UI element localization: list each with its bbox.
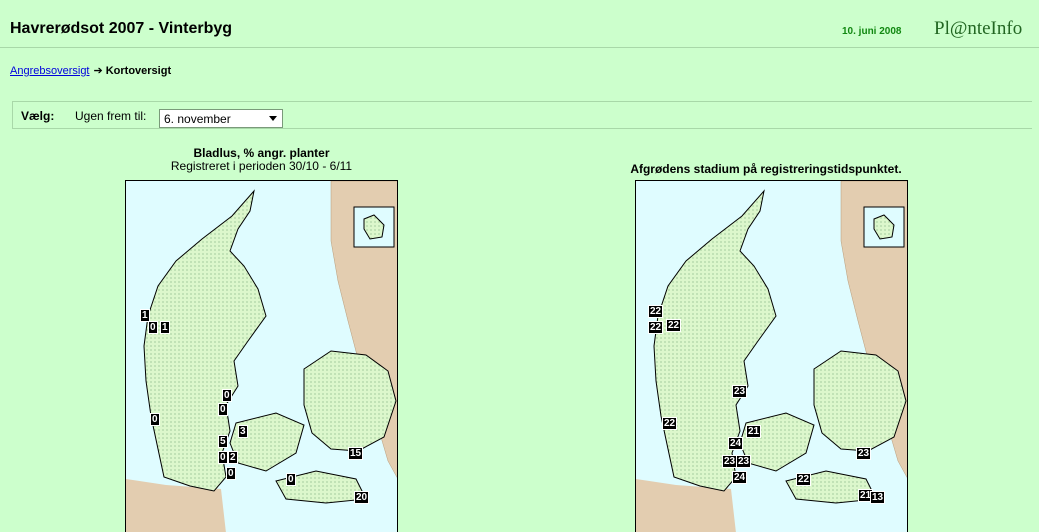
right-map-marker: 23 — [856, 447, 872, 460]
arrow-right-icon: ➔ — [93, 65, 103, 77]
week-label: Ugen frem til: — [75, 109, 147, 123]
left-map-title: Bladlus, % angr. planter — [193, 146, 330, 160]
left-map-marker: 0 — [218, 451, 228, 464]
select-label: Vælg: — [21, 109, 55, 123]
right-map-marker: 21 — [746, 425, 762, 438]
header: Havrerødsot 2007 - Vinterbyg 10. juni 20… — [0, 12, 1039, 48]
right-map-marker: 22 — [662, 417, 678, 430]
left-map-marker: 1 — [160, 321, 170, 334]
breadcrumb-current: Kortoversigt — [105, 65, 172, 77]
week-dropdown[interactable]: 6. november — [159, 109, 283, 128]
left-map-marker: 1 — [140, 309, 150, 322]
germany-landmass — [126, 479, 226, 532]
funen — [229, 412, 305, 472]
right-map-marker: 22 — [648, 305, 664, 318]
right-map-marker: 21 — [858, 489, 874, 502]
left-map-marker: 0 — [150, 413, 160, 426]
left-map-marker: 20 — [354, 491, 370, 504]
week-dropdown-value: 6. november — [164, 112, 231, 126]
left-map-marker: 0 — [222, 389, 232, 402]
left-map-marker: 0 — [286, 473, 296, 486]
left-map-svg — [126, 181, 397, 532]
left-map-marker: 0 — [148, 321, 158, 334]
page-title: Havrerødsot 2007 - Vinterbyg — [10, 20, 233, 37]
left-map-marker: 5 — [218, 435, 228, 448]
week-selector-bar: Vælg: Ugen frem til: 6. november — [12, 101, 1032, 129]
breadcrumb: Angrebsoversigt➔Kortoversigt — [10, 64, 171, 77]
right-map-marker: 23 — [722, 455, 738, 468]
right-map-marker: 23 — [732, 385, 748, 398]
right-map-marker: 22 — [796, 473, 812, 486]
left-map-marker: 0 — [226, 467, 236, 480]
chevron-down-icon — [269, 116, 277, 121]
right-map-marker: 23 — [736, 455, 752, 468]
zealand — [303, 350, 397, 452]
breadcrumb-link-angrebsoversigt[interactable]: Angrebsoversigt — [10, 65, 90, 77]
left-map-marker: 0 — [218, 403, 228, 416]
right-map-marker: 24 — [728, 437, 744, 450]
germany-landmass — [636, 479, 736, 532]
left-map-marker: 2 — [228, 451, 238, 464]
left-map-subtitle: Registreret i perioden 30/10 - 6/11 — [170, 159, 353, 173]
left-map-marker: 3 — [238, 425, 248, 438]
zealand — [813, 350, 907, 452]
left-map-marker: 15 — [348, 447, 364, 460]
header-date: 10. juni 2008 — [842, 26, 902, 37]
right-map-marker: 22 — [666, 319, 682, 332]
right-map-svg — [636, 181, 907, 532]
right-map-marker: 22 — [648, 321, 664, 334]
right-map-title: Afgrødens stadium på registreringstidspu… — [630, 162, 902, 176]
right-map-marker: 13 — [870, 491, 886, 504]
brand-logo: Pl@nteInfo — [934, 18, 1023, 39]
right-map-marker: 24 — [732, 471, 748, 484]
